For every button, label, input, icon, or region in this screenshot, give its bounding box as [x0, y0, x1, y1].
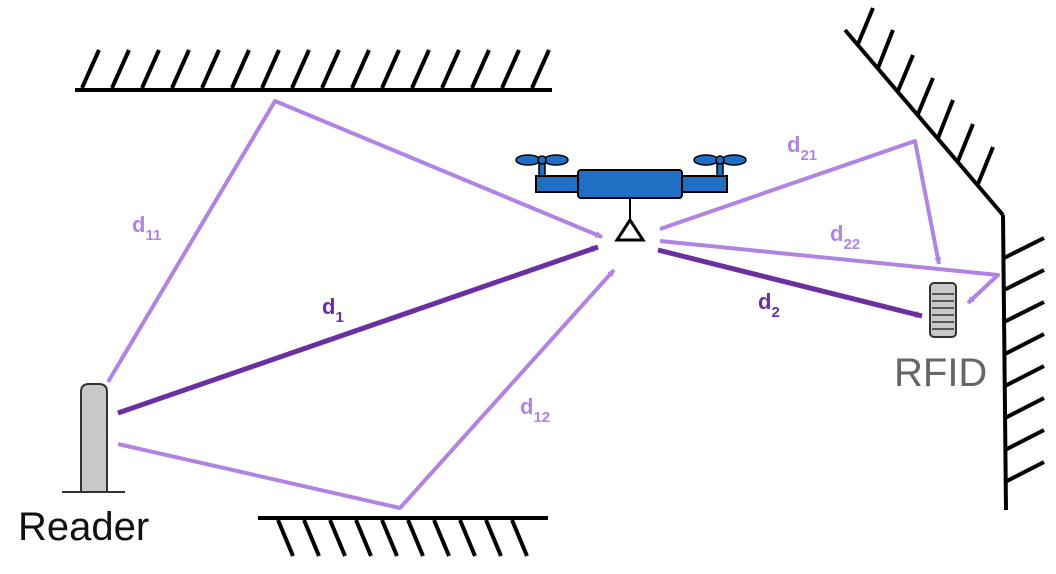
rfid-label: RFID	[894, 351, 987, 395]
reader-icon	[62, 383, 125, 493]
path-d11	[106, 99, 603, 384]
reflected-paths	[106, 99, 1000, 510]
path-d2	[657, 247, 923, 319]
path-d21	[659, 139, 942, 265]
label-d1: d1	[322, 294, 344, 326]
label-d22: d22	[830, 221, 860, 253]
path-d22	[659, 239, 1000, 305]
bottom-floor	[258, 516, 548, 557]
top-wall	[75, 49, 552, 92]
drone-icon	[515, 154, 747, 222]
direct-paths	[117, 244, 923, 416]
label-d11: d11	[132, 212, 161, 244]
rfid-tag-icon	[929, 282, 957, 338]
label-d12: d12	[520, 394, 550, 426]
label-d2: d2	[758, 289, 780, 321]
reader-label: Reader	[18, 505, 149, 549]
label-d21: d21	[787, 132, 817, 164]
right-wall	[843, 7, 1045, 511]
path-d1	[117, 244, 599, 416]
antenna-icon	[614, 217, 646, 242]
path-d12	[117, 268, 616, 510]
